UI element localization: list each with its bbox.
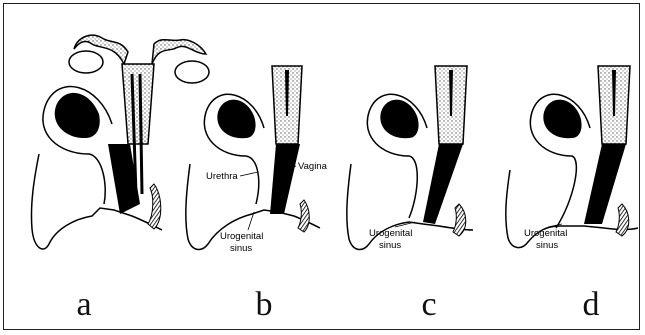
panel-c-drawing: Urogenital sinus — [347, 66, 473, 251]
label-urogenital: Urogenital — [524, 228, 567, 239]
panel-letter-b: b — [244, 288, 284, 322]
label-vagina: Vagina — [298, 161, 328, 172]
left-ovary — [69, 51, 103, 73]
pointer-urethra — [240, 172, 258, 176]
perineum-hatch-b — [298, 200, 309, 232]
perineum-hatch-c — [453, 204, 466, 236]
label-urethra: Urethra — [206, 171, 238, 182]
uterus-stippled — [122, 64, 154, 144]
label-sinus: sinus — [230, 243, 252, 254]
label-sinus: sinus — [379, 240, 401, 251]
panel-b-drawing: Urethra Vagina Urogenital sinus — [186, 66, 328, 254]
panel-letter-d: d — [571, 288, 611, 322]
panel-a-drawing — [31, 35, 209, 249]
perineum-hatch-d — [616, 204, 629, 236]
figure-frame: Urethra Vagina Urogenital sinus Urogenit… — [3, 3, 640, 330]
perineum-hatch-a — [148, 184, 161, 229]
label-urogenital: Urogenital — [369, 228, 412, 239]
label-urogenital: Urogenital — [220, 231, 263, 242]
right-ovary — [175, 61, 209, 83]
panel-letter-a: a — [64, 288, 104, 322]
right-uterine-tube — [152, 40, 206, 64]
panel-letter-c: c — [409, 288, 449, 322]
label-sinus: sinus — [536, 240, 558, 251]
embryology-diagram: Urethra Vagina Urogenital sinus Urogenit… — [4, 4, 641, 331]
panel-d-drawing: Urogenital sinus — [506, 66, 638, 251]
vagina — [270, 144, 300, 214]
